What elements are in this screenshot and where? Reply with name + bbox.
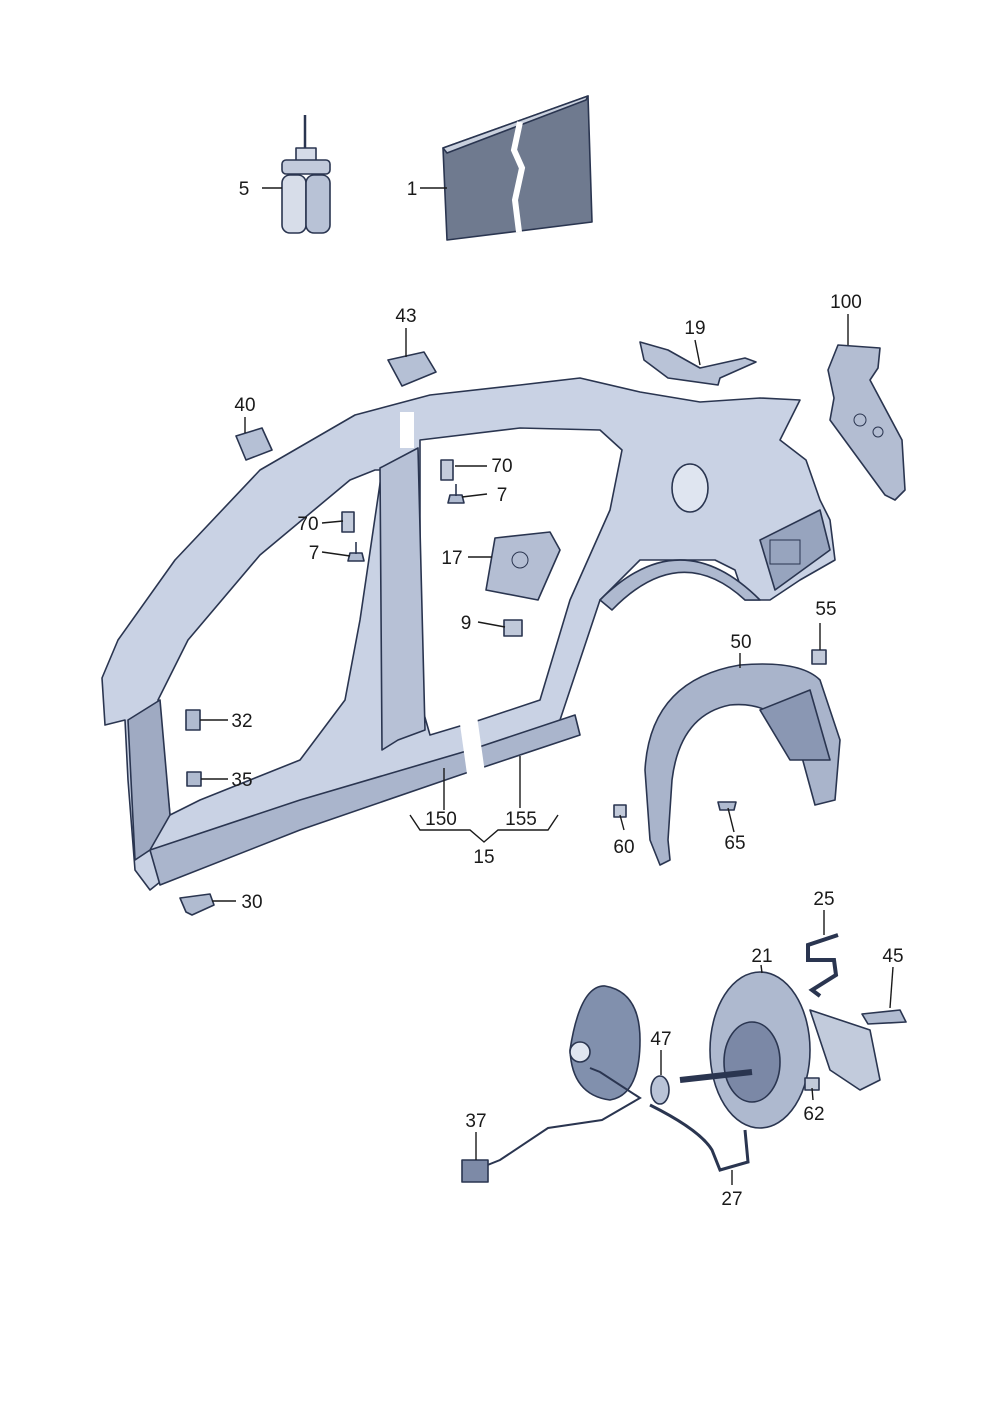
callout-155: 155 [505,809,537,830]
callout-62: 62 [803,1104,824,1125]
callout-32: 32 [231,711,252,732]
leader-lines [200,187,894,1185]
panel-100 [827,344,906,501]
insulation-mat [442,95,593,241]
callout-25: 25 [813,889,834,910]
callout-45: 45 [882,946,903,967]
release-cable [469,1067,642,1173]
callout-43: 43 [395,306,416,327]
callout-37: 37 [465,1111,486,1132]
callout-7-right: 7 [497,485,508,506]
callouts: 5 1 43 40 19 100 70 7 70 7 17 9 32 35 30… [231,179,903,1210]
callout-19: 19 [684,318,705,339]
spring-wire [806,933,839,998]
callout-27: 27 [721,1189,742,1210]
callout-7-left: 7 [309,543,320,564]
callout-150: 150 [425,809,457,830]
callout-70-right: 70 [491,456,512,477]
wheel-housing-liner [613,649,841,866]
callout-50: 50 [730,632,751,653]
reinforcement-40 [235,427,273,461]
callout-35: 35 [231,770,252,791]
fuel-tank-cover [569,985,641,1101]
callout-5: 5 [239,179,250,200]
drain-hose-27 [649,1103,750,1172]
callout-47: 47 [650,1029,671,1050]
adhesive-cartridge [281,115,331,234]
callout-100: 100 [830,292,862,313]
callout-55: 55 [815,599,836,620]
callout-15: 15 [473,847,494,868]
fasteners [179,459,561,916]
actuator-37 [461,1159,489,1183]
callout-9: 9 [461,613,472,634]
reinforcement-43 [387,351,437,387]
callout-17: 17 [441,548,462,569]
side-panel [101,377,836,891]
fuel-filler-housing [679,971,907,1129]
callout-65: 65 [724,833,745,854]
callout-1: 1 [407,179,418,200]
callout-60: 60 [613,837,634,858]
callout-70-left: 70 [297,514,318,535]
callout-21: 21 [751,946,772,967]
grommet-47 [650,1075,670,1105]
callout-30: 30 [241,892,262,913]
callout-40: 40 [234,395,255,416]
bracket-19 [639,341,757,386]
